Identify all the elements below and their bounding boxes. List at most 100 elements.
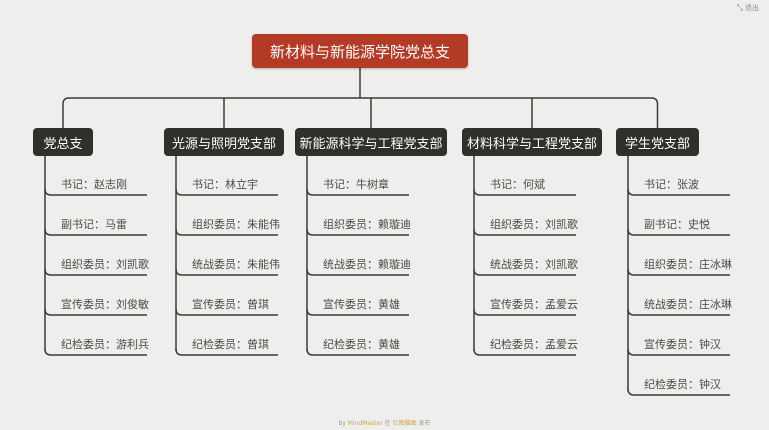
- leaf-item[interactable]: 统战委员：朱能伟: [192, 256, 280, 274]
- leaf-item[interactable]: 统战委员：庄冰琳: [644, 296, 732, 314]
- leaf-name: 孟爱云: [545, 298, 578, 311]
- leaf-name: 刘凯歌: [545, 258, 578, 271]
- leaf-separator: ：: [345, 178, 356, 191]
- leaf-separator: ：: [688, 378, 699, 391]
- leaf-name: 刘凯歌: [116, 258, 149, 271]
- leaf-role: 副书记: [644, 218, 677, 231]
- leaf-connector-line: [306, 308, 409, 316]
- branch-title: 学生党支部: [624, 136, 690, 152]
- leaf-role: 宣传委员: [192, 298, 236, 311]
- leaf-name: 林立宇: [225, 178, 258, 191]
- leaf-name: 游利兵: [116, 338, 149, 351]
- leaf-connector-line: [627, 388, 730, 396]
- leaf-connector-line: [627, 228, 730, 236]
- leaf-item[interactable]: 宣传委员：孟爱云: [490, 296, 578, 314]
- leaf-role: 纪检委员: [644, 378, 688, 391]
- leaf-name: 黄雄: [378, 298, 400, 311]
- leaf-name: 张波: [677, 178, 699, 191]
- leaf-name: 赖璇迪: [378, 218, 411, 231]
- leaf-item[interactable]: 宣传委员：曾琪: [192, 296, 269, 314]
- leaf-separator: ：: [105, 338, 116, 351]
- leaf-item[interactable]: 宣传委员：刘俊敏: [61, 296, 149, 314]
- leaf-role: 宣传委员: [490, 298, 534, 311]
- leaf-connector-line: [473, 268, 576, 276]
- leaf-item[interactable]: 纪检委员：钟汉: [644, 376, 721, 394]
- leaf-role: 书记: [323, 178, 345, 191]
- leaf-item[interactable]: 统战委员：赖璇迪: [323, 256, 411, 274]
- leaf-separator: ：: [105, 258, 116, 271]
- leaf-item[interactable]: 书记：牛树章: [323, 176, 389, 194]
- leaf-name: 曾琪: [247, 298, 269, 311]
- leaf-separator: ：: [688, 298, 699, 311]
- root-title: 新材料与新能源学院党总支: [269, 42, 450, 61]
- leaf-separator: ：: [236, 218, 247, 231]
- leaf-connector-line: [473, 188, 576, 196]
- leaf-name: 马雷: [105, 218, 127, 231]
- leaf-item[interactable]: 纪检委员：游利兵: [61, 336, 149, 354]
- leaf-role: 组织委员: [323, 218, 367, 231]
- leaf-name: 钟汉: [699, 378, 721, 391]
- leaf-role: 书记: [61, 178, 83, 191]
- branch-node[interactable]: 学生党支部: [616, 128, 699, 156]
- leaf-item[interactable]: 组织委员：庄冰琳: [644, 256, 732, 274]
- leaf-item[interactable]: 副书记：史悦: [644, 216, 710, 234]
- leaf-connector-line: [306, 348, 409, 356]
- root-node[interactable]: 新材料与新能源学院党总支: [252, 34, 468, 68]
- leaf-role: 纪检委员: [61, 338, 105, 351]
- leaf-separator: ：: [512, 178, 523, 191]
- leaf-role: 宣传委员: [61, 298, 105, 311]
- leaf-separator: ：: [534, 218, 545, 231]
- leaf-item[interactable]: 纪检委员：黄雄: [323, 336, 400, 354]
- footer-middle: 在: [384, 420, 391, 427]
- leaf-name: 赵志刚: [94, 178, 127, 191]
- leaf-name: 刘凯歌: [545, 218, 578, 231]
- leaf-item[interactable]: 纪检委员：曾琪: [192, 336, 269, 354]
- leaf-separator: ：: [688, 338, 699, 351]
- leaf-item[interactable]: 组织委员：赖璇迪: [323, 216, 411, 234]
- branch-node[interactable]: 党总支: [33, 128, 93, 156]
- leaf-item[interactable]: 书记：林立宇: [192, 176, 258, 194]
- leaf-role: 统战委员: [192, 258, 236, 271]
- leaf-connector-line: [44, 188, 147, 196]
- leaf-connector-line: [44, 268, 147, 276]
- leaf-role: 统战委员: [490, 258, 534, 271]
- collapse-button[interactable]: ⤡退出: [737, 3, 759, 13]
- leaf-item[interactable]: 宣传委员：钟汉: [644, 336, 721, 354]
- leaf-connector-line: [175, 308, 278, 316]
- leaf-connector-line: [306, 268, 409, 276]
- leaf-item[interactable]: 组织委员：朱能伟: [192, 216, 280, 234]
- leaf-item[interactable]: 组织委员：刘凯歌: [490, 216, 578, 234]
- branch-node[interactable]: 材料科学与工程党支部: [462, 128, 602, 156]
- leaf-item[interactable]: 统战委员：刘凯歌: [490, 256, 578, 274]
- leaf-role: 纪检委员: [192, 338, 236, 351]
- leaf-item[interactable]: 组织委员：刘凯歌: [61, 256, 149, 274]
- leaf-item[interactable]: 宣传委员：黄雄: [323, 296, 400, 314]
- leaf-name: 刘俊敏: [116, 298, 149, 311]
- leaf-separator: ：: [534, 338, 545, 351]
- leaf-connector-line: [306, 228, 409, 236]
- leaf-separator: ：: [367, 338, 378, 351]
- leaf-separator: ：: [367, 298, 378, 311]
- leaf-name: 钟汉: [699, 338, 721, 351]
- leaf-name: 何斌: [523, 178, 545, 191]
- leaf-separator: ：: [534, 298, 545, 311]
- leaf-item[interactable]: 纪检委员：孟爱云: [490, 336, 578, 354]
- leaf-role: 统战委员: [323, 258, 367, 271]
- leaf-separator: ：: [367, 218, 378, 231]
- leaf-connector-line: [473, 228, 576, 236]
- leaf-separator: ：: [94, 218, 105, 231]
- branch-node[interactable]: 光源与照明党支部: [164, 128, 284, 156]
- collapse-label: 退出: [745, 4, 759, 12]
- leaf-item[interactable]: 书记：赵志刚: [61, 176, 127, 194]
- leaf-item[interactable]: 副书记：马雷: [61, 216, 127, 234]
- branch-node[interactable]: 新能源科学与工程党支部: [295, 128, 447, 156]
- leaf-name: 朱能伟: [247, 258, 280, 271]
- leaf-role: 组织委员: [490, 218, 534, 231]
- leaf-role: 组织委员: [644, 258, 688, 271]
- leaf-item[interactable]: 书记：何斌: [490, 176, 545, 194]
- collapse-icon: ⤡: [736, 3, 743, 12]
- leaf-role: 书记: [192, 178, 214, 191]
- leaf-item[interactable]: 书记：张波: [644, 176, 699, 194]
- leaf-separator: ：: [236, 298, 247, 311]
